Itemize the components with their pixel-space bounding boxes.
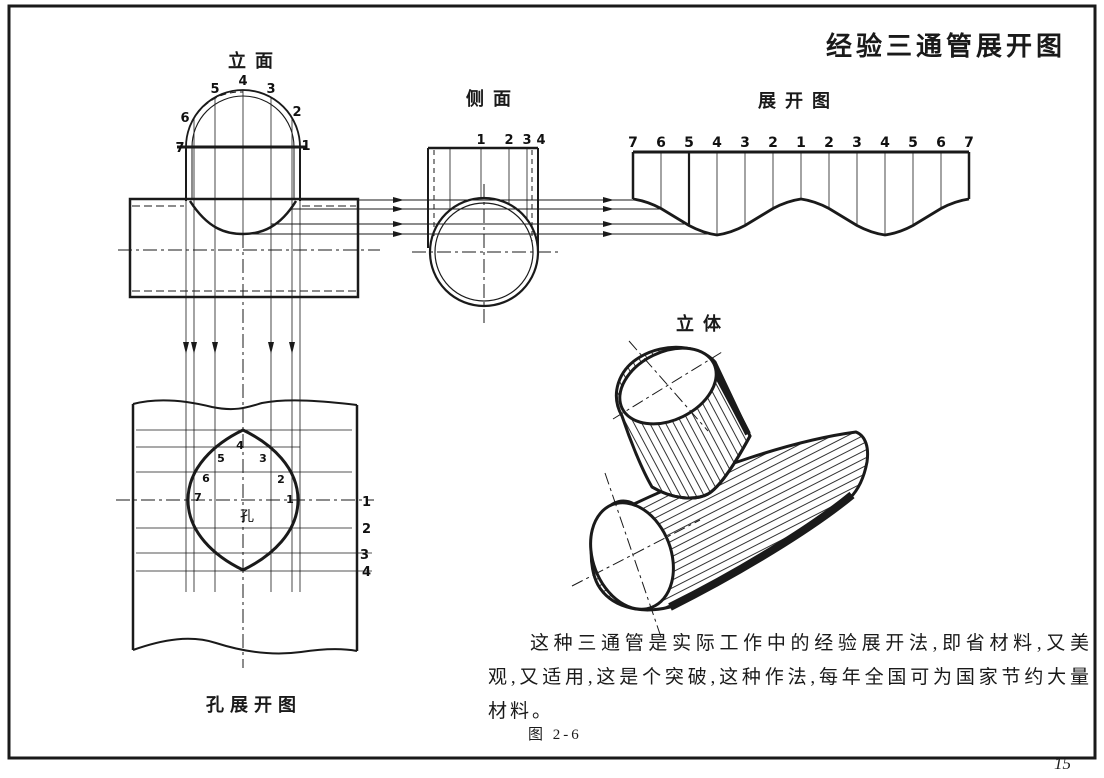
development-view-label: 展开图 xyxy=(758,91,839,111)
break-line-top xyxy=(132,399,358,411)
dev-point-label: 3 xyxy=(852,135,862,151)
branch-end-face xyxy=(618,346,718,426)
dev-point-label: 4 xyxy=(880,135,890,151)
dev-point-label: 2 xyxy=(768,135,778,151)
paragraph-line: 材料。 xyxy=(488,701,555,722)
hole-level-label: 2 xyxy=(362,522,371,537)
hole-lens-curve xyxy=(186,428,300,572)
page-title: 经验三通管展开图 xyxy=(826,32,1067,61)
development-generators xyxy=(660,152,942,235)
dev-point-label: 3 xyxy=(740,135,750,151)
figure-caption: 图 2-6 xyxy=(528,727,582,743)
side-point-label: 4 xyxy=(536,133,545,148)
hole-development-view xyxy=(116,399,374,655)
hole-point-label: 6 xyxy=(202,472,210,485)
side-point-label: 3 xyxy=(522,133,531,148)
development-view xyxy=(631,150,971,237)
hole-level-label: 4 xyxy=(362,565,371,580)
hole-level-label: 3 xyxy=(360,548,369,563)
elev-point-label: 7 xyxy=(175,141,184,156)
hole-point-label: 5 xyxy=(217,452,225,465)
hole-level-labels: 1 2 3 4 xyxy=(360,495,371,580)
hole-point-label: 2 xyxy=(277,473,285,486)
development-cut-curve xyxy=(632,197,970,237)
pictorial-view xyxy=(571,340,870,641)
dev-point-label: 7 xyxy=(964,135,974,151)
elev-point-label: 5 xyxy=(210,82,219,97)
right-arrowheads xyxy=(393,197,614,237)
hole-development-label: 孔展开图 xyxy=(206,695,302,715)
paragraph-line: 观,又适用,这是个突破,这种作法,每年全国可为国家节约大量 xyxy=(488,667,1092,688)
elev-point-label: 2 xyxy=(292,105,301,120)
main-pipe-outline xyxy=(128,197,360,299)
elev-point-label: 3 xyxy=(266,82,275,97)
main-cylinder-shadow xyxy=(668,491,855,611)
dev-point-label: 7 xyxy=(628,135,638,151)
elev-point-label: 1 xyxy=(301,139,310,154)
hole-point-label: 7 xyxy=(194,491,202,504)
main-cylinder-end-face xyxy=(589,501,675,611)
branch-profile-dashed-arc xyxy=(196,91,244,115)
hole-point-label: 3 xyxy=(259,452,267,465)
hole-point-label: 4 xyxy=(236,439,244,452)
pictorial-saddle-curve xyxy=(651,435,752,500)
paragraph-line: 这种三通管是实际工作中的经验展开法,即省材料,又美 xyxy=(530,633,1092,654)
break-line-bottom xyxy=(132,637,358,655)
down-arrowheads xyxy=(183,342,295,354)
dev-point-label: 5 xyxy=(684,135,694,151)
side-point-label: 1 xyxy=(476,133,485,148)
side-generators xyxy=(449,148,528,220)
page-number: 15 xyxy=(1054,754,1071,773)
side-point-label: 2 xyxy=(504,133,513,148)
dev-point-label: 5 xyxy=(908,135,918,151)
side-view-label: 侧面 xyxy=(466,89,520,109)
side-view xyxy=(412,146,560,324)
hole-label: 孔 xyxy=(240,509,254,525)
elev-point-label: 6 xyxy=(180,111,189,126)
dev-point-label: 4 xyxy=(712,135,722,151)
dev-point-label: 2 xyxy=(824,135,834,151)
elevation-view xyxy=(118,89,380,668)
dev-point-label: 1 xyxy=(796,135,806,151)
body-paragraph: 这种三通管是实际工作中的经验展开法,即省材料,又美 观,又适用,这是个突破,这种… xyxy=(488,627,1092,729)
page-frame xyxy=(7,4,1097,760)
elevation-view-label: 立面 xyxy=(228,51,282,71)
dev-point-label: 6 xyxy=(656,135,666,151)
hole-point-label: 1 xyxy=(286,493,294,506)
elev-point-label: 4 xyxy=(238,74,247,89)
hole-level-label: 1 xyxy=(362,495,371,510)
dev-point-label: 6 xyxy=(936,135,946,151)
pictorial-view-label: 立体 xyxy=(676,314,730,334)
point-number-labels: 7 6 5 4 3 2 1 1 2 3 4 7 6 5 4 3 2 1 2 3 … xyxy=(175,74,973,525)
